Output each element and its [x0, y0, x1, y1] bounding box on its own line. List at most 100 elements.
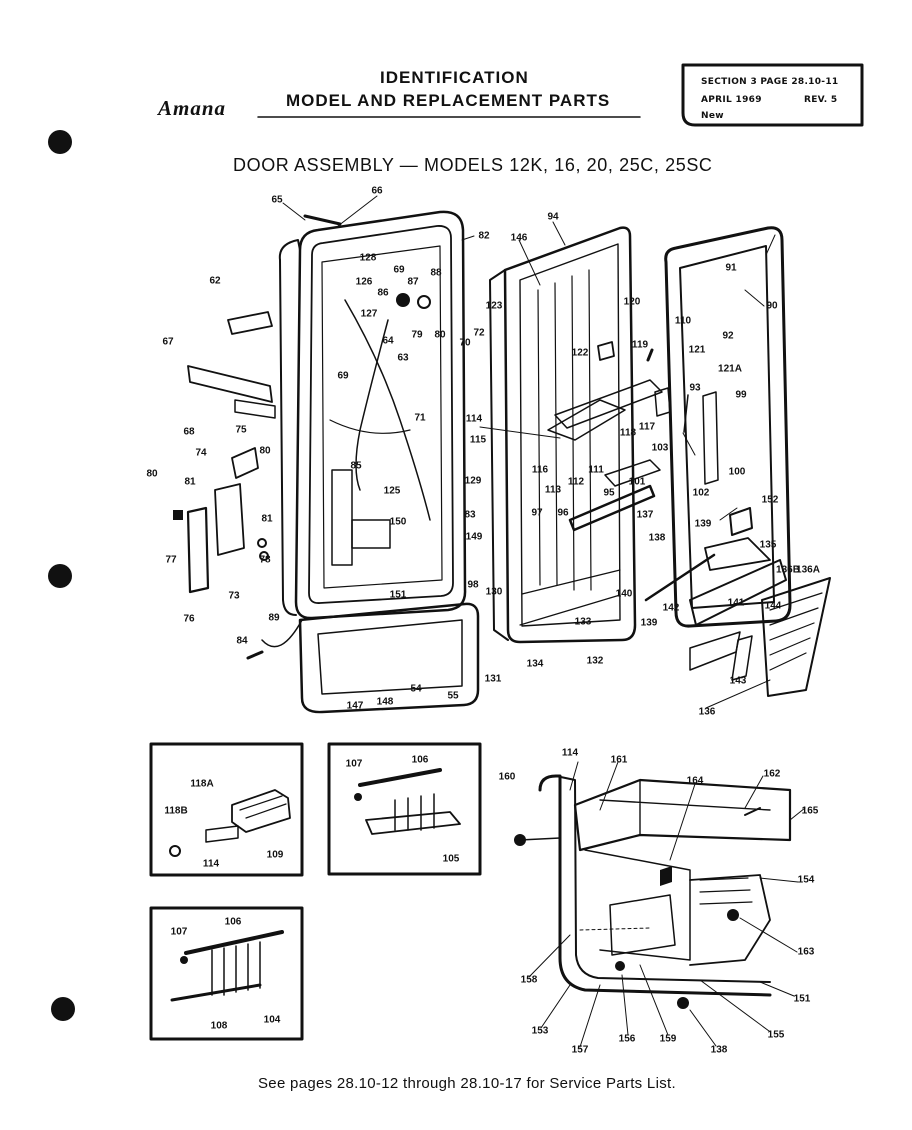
callout: 112 [567, 476, 585, 488]
callout: 80 [146, 468, 158, 480]
section-date: APRIL 1969 [701, 95, 762, 105]
callout: 139 [640, 617, 658, 629]
callout: 118A [190, 778, 214, 790]
callout: 158 [520, 974, 538, 986]
callout: 154 [797, 874, 815, 886]
callout: 138 [710, 1044, 728, 1056]
callout: 132 [586, 655, 604, 667]
hinge-brackets [173, 214, 342, 660]
door-gasket [664, 226, 792, 628]
callout: 130 [485, 586, 503, 598]
callout: 147 [346, 700, 364, 712]
callout: 117 [638, 421, 656, 433]
callout: 82 [478, 230, 490, 242]
callout: 121A [718, 363, 742, 375]
callout: 111 [588, 464, 604, 476]
footer-note: See pages 28.10-12 through 28.10-17 for … [258, 1075, 676, 1092]
callout: 146 [510, 232, 528, 244]
callout: 72 [473, 327, 485, 339]
callout: 101 [628, 476, 646, 488]
callout: 133 [574, 616, 592, 628]
callout: 90 [766, 300, 778, 312]
callout: 156 [618, 1033, 636, 1045]
callout: 74 [195, 447, 207, 459]
callout: 103 [651, 442, 669, 454]
callout: 66 [371, 185, 383, 197]
callout: 157 [571, 1044, 589, 1056]
callout: 102 [692, 487, 710, 499]
callout: 137 [636, 509, 654, 521]
callout: 78 [259, 554, 271, 566]
callout: 55 [447, 690, 459, 702]
callout: 88 [430, 267, 442, 279]
inset-frame-c [149, 906, 304, 1041]
callout: 91 [725, 262, 737, 274]
callout: 68 [183, 426, 195, 438]
door-bottom-trim [298, 602, 480, 714]
callout: 136B [776, 564, 800, 576]
callout: 85 [350, 460, 362, 472]
leader-lines [282, 195, 806, 1048]
callout: 125 [383, 485, 401, 497]
callout: 140 [615, 588, 633, 600]
callout: 135 [759, 539, 777, 551]
binder-holes [48, 130, 75, 1021]
callout: 116 [531, 464, 549, 476]
callout: 160 [498, 771, 516, 783]
callout: 134 [526, 658, 544, 670]
brand-logo: Amana [158, 96, 227, 120]
callout: 114 [202, 858, 220, 870]
callout: 96 [557, 507, 569, 519]
callout: 159 [659, 1033, 677, 1045]
callout: 143 [729, 675, 747, 687]
callout: 71 [414, 412, 426, 424]
callout: 107 [170, 926, 188, 938]
callout: 81 [261, 513, 273, 525]
callout: 139 [694, 518, 712, 530]
header-line-2: MODEL AND REPLACEMENT PARTS [286, 91, 611, 110]
callout: 86 [377, 287, 389, 299]
inset-a-art [169, 789, 291, 857]
callout: 149 [465, 531, 483, 543]
callout: 114 [561, 747, 579, 759]
callout: 121 [688, 344, 706, 356]
header-line-1: IDENTIFICATION [380, 68, 529, 87]
callout: 127 [360, 308, 378, 320]
callout: 113 [544, 484, 562, 496]
section-info-box [681, 63, 864, 127]
callout: 80 [259, 445, 271, 457]
callout: 62 [209, 275, 221, 287]
callout: 77 [165, 554, 177, 566]
callout: 107 [345, 758, 363, 770]
callout: 122 [571, 347, 589, 359]
callout: 98 [467, 579, 479, 591]
callout: 128 [359, 252, 377, 264]
callout: 105 [442, 853, 460, 865]
callout: 106 [411, 754, 429, 766]
callout: 123 [485, 300, 503, 312]
inset-c-art [170, 930, 284, 1002]
callout: 110 [674, 315, 692, 327]
callout: 136 [698, 706, 716, 718]
callout: 65 [271, 194, 283, 206]
inset-b-art [354, 768, 461, 835]
callout: 64 [382, 335, 394, 347]
callout: 100 [728, 466, 746, 478]
callout: 92 [722, 330, 734, 342]
callout: 89 [268, 612, 280, 624]
callout: 67 [162, 336, 174, 348]
inner-door-liner [489, 226, 661, 644]
callout: 161 [610, 754, 628, 766]
callout: 93 [689, 382, 701, 394]
diagram-title: DOOR ASSEMBLY — MODELS 12K, 16, 20, 25C,… [233, 155, 713, 175]
callout: 153 [531, 1025, 549, 1037]
callout: 151 [793, 993, 811, 1005]
callout: 81 [184, 476, 196, 488]
callout: 129 [464, 475, 482, 487]
callout: 162 [763, 768, 781, 780]
callout: 87 [407, 276, 419, 288]
callout: 164 [686, 775, 704, 787]
callout: 99 [735, 389, 747, 401]
